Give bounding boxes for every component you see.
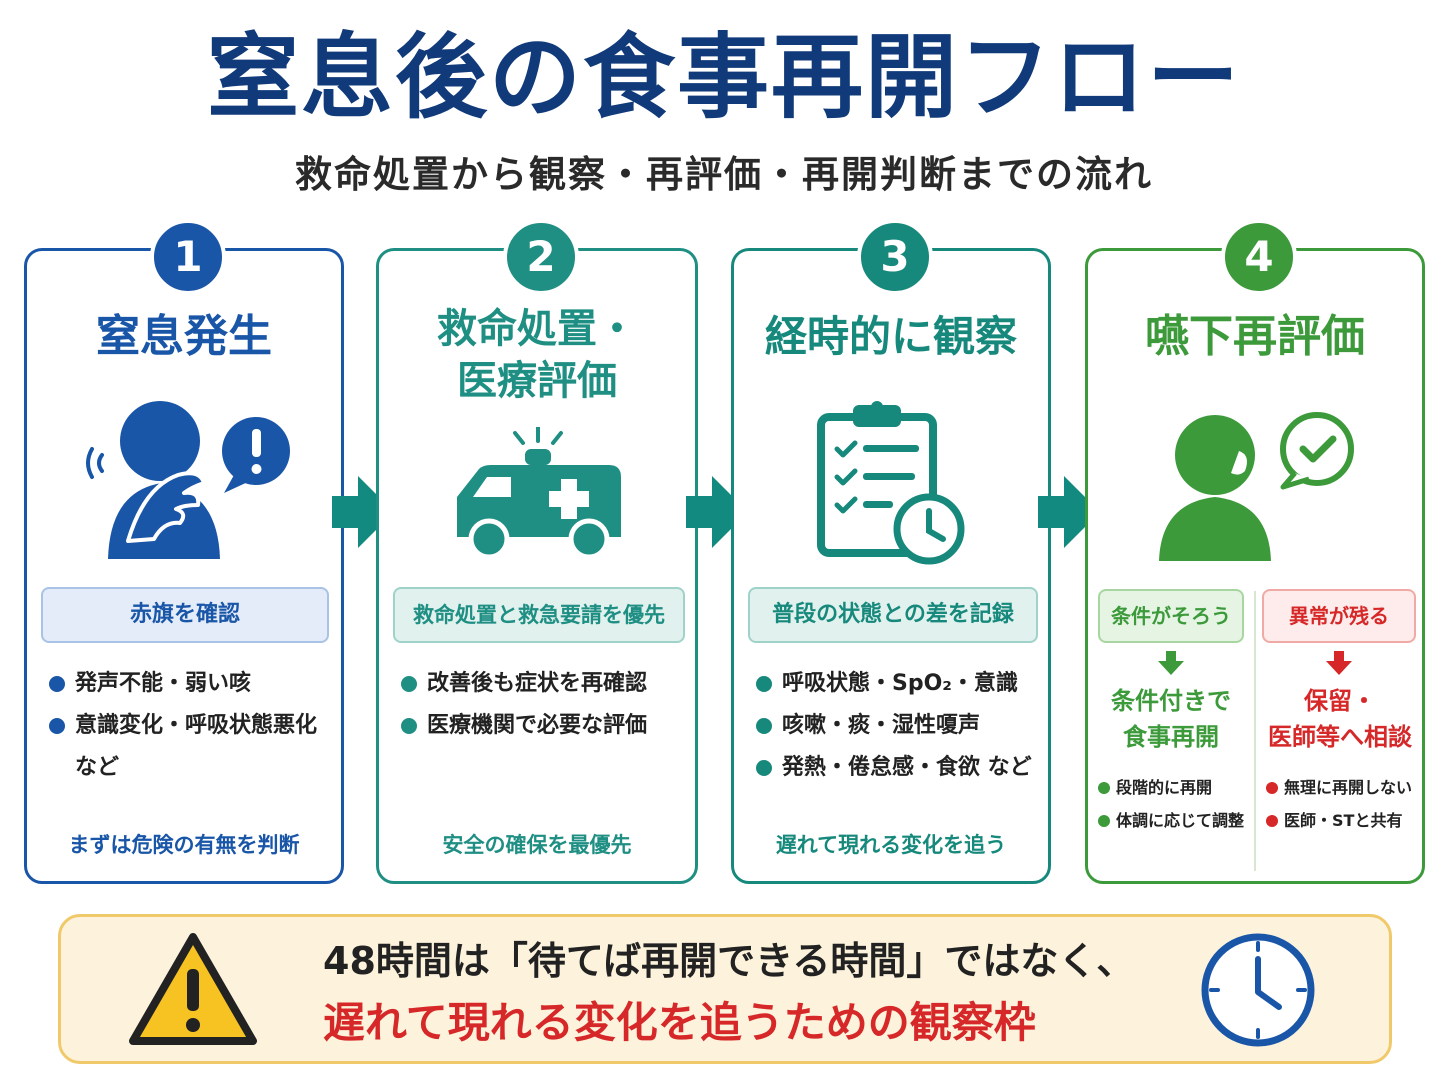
list-item: 段階的に再開 [1096, 771, 1244, 804]
arrow-right-icon [332, 476, 394, 548]
list-item: 医師・STと共有 [1264, 804, 1412, 837]
step-card-4: 4 嚥下再評価 条件がそろう 条件付きで 食事再開 段階的に再開 体調に応じて調… [1085, 219, 1425, 884]
list-item: 咳嗽・痰・湿性嗄声 [752, 705, 1038, 747]
condition-met-pill: 条件がそろう [1098, 589, 1244, 643]
step-pill: 赤旗を確認 [41, 587, 329, 643]
clipboard-clock-icon [817, 401, 965, 565]
person-check-icon [1159, 412, 1354, 561]
step-bullet-list: 呼吸状態・SpO₂・意識 咳嗽・痰・湿性嗄声 発熱・倦怠感・食欲 など [752, 663, 1038, 789]
banner-line-2: 遅れて現れる変化を追うための観察枠 [323, 998, 1036, 1047]
list-item: 医療機関で必要な評価 [397, 705, 685, 747]
step-title: 経時的に観察 [764, 312, 1017, 361]
list-item: 体調に応じて調整 [1096, 804, 1244, 837]
step-number-badge: 3 [857, 219, 933, 295]
step-pill: 救命処置と救急要請を優先 [393, 587, 685, 643]
step-card-2: 2 救命処置・ 医療評価 救命処置と救急要請を優先 改善後も症状を再確認 医療機… [376, 219, 698, 884]
step-title: 救命処置・ [437, 306, 637, 352]
step-card-3: 3 経時的に観察 普段の状態との差を記録 呼吸状態・SpO₂・意識 咳嗽・痰・湿… [731, 219, 1051, 884]
list-item: 意識変化・呼吸状態悪化 [45, 705, 331, 747]
outcome-resume: 条件付きで 食事再開 [1111, 687, 1231, 751]
step-title: 嚥下再評価 [1145, 311, 1365, 362]
list-item: 呼吸状態・SpO₂・意識 [752, 663, 1038, 705]
divider [1254, 591, 1256, 871]
resume-list: 段階的に再開 体調に応じて調整 [1096, 771, 1244, 837]
list-item: 発熱・倦怠感・食欲 など [752, 747, 1038, 789]
step-bullet-list: 改善後も症状を再確認 医療機関で必要な評価 [397, 663, 685, 747]
warning-banner: 48時間は「待てば再開できる時間」ではなく、 遅れて現れる変化を追うための観察枠 [58, 914, 1392, 1064]
abnormal-pill: 異常が残る [1262, 589, 1416, 643]
list-item: など [75, 755, 120, 780]
step-number-badge: 4 [1221, 219, 1297, 295]
ambulance-icon [457, 427, 621, 560]
list-item: 改善後も症状を再確認 [397, 663, 685, 705]
clock-icon [1201, 933, 1315, 1047]
arrow-down-icon [1326, 651, 1352, 675]
warning-icon [129, 933, 257, 1045]
arrow-right-icon [686, 476, 748, 548]
choking-person-icon [86, 401, 290, 559]
list-item: 無理に再開しない [1264, 771, 1412, 804]
list-item: 発声不能・弱い咳 [45, 663, 331, 705]
page-title: 窒息後の食事再開フロー [206, 24, 1241, 131]
step-card-1: 1 窒息発生 赤旗を確認 発声不能・弱い咳 意識変化・呼吸状態悪化 など まずは… [24, 219, 344, 884]
step-title-line2: 医療評価 [457, 358, 617, 404]
step-number-badge: 2 [503, 219, 579, 295]
step-footer: 安全の確保を最優先 [442, 833, 632, 857]
page-subtitle: 救命処置から観察・再評価・再開判断までの流れ [295, 153, 1153, 196]
arrow-down-icon [1158, 651, 1184, 675]
step-pill: 普段の状態との差を記録 [748, 587, 1038, 643]
banner-line-1: 48時間は「待てば再開できる時間」ではなく、 [323, 939, 1135, 983]
step-footer: まずは危険の有無を判断 [68, 833, 300, 857]
hold-list: 無理に再開しない 医師・STと共有 [1264, 771, 1412, 837]
step-number-badge: 1 [150, 219, 226, 295]
step-footer: 遅れて現れる変化を追う [775, 833, 1007, 857]
step-title: 窒息発生 [96, 311, 272, 362]
arrow-right-icon [1038, 476, 1100, 548]
outcome-hold: 保留・ 医師等へ相談 [1268, 687, 1412, 751]
step-bullet-list: 発声不能・弱い咳 意識変化・呼吸状態悪化 など [45, 663, 331, 789]
